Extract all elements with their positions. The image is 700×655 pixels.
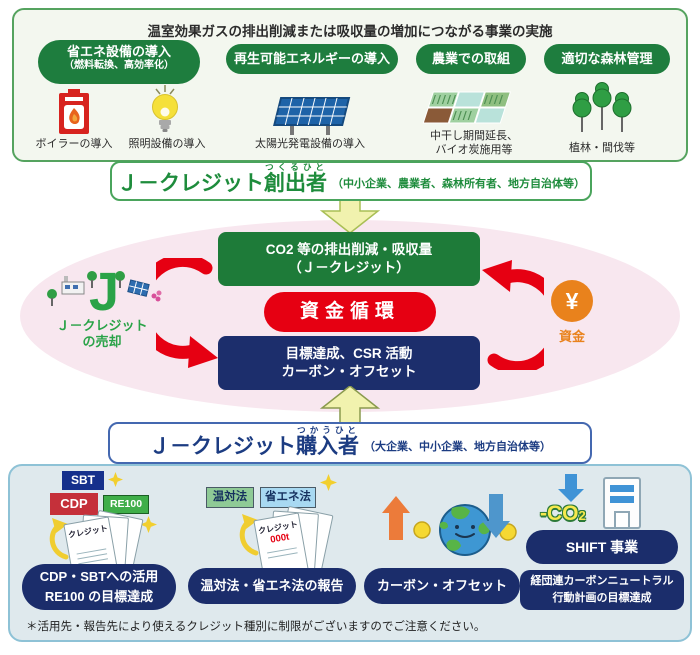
caption-solar: 太陽光発電設備の導入	[255, 138, 365, 150]
flow-down-arrow-icon	[318, 196, 382, 234]
building-icon	[602, 476, 642, 530]
usage-pill-offset: カーボン・オフセット	[364, 568, 520, 604]
projects-section: 温室効果ガスの排出削減または吸収量の増加につながる事業の実施 省エネ設備の導入 …	[12, 8, 688, 162]
usage-section: SBT CDP RE100 クレジット CDP・SBTへの活用 RE100 の目…	[8, 464, 692, 642]
purchaser-title-base: 購入者	[296, 435, 359, 458]
trees-icon	[566, 82, 638, 136]
category-sublabel: （燃料転換、高効率化）	[64, 60, 174, 72]
credit-volume-line2: （Ｊ－クレジット）	[288, 259, 410, 275]
keidanren-line2: 行動計画の目標達成	[552, 592, 652, 605]
sell-label: Ｊ－クレジット の売却	[40, 318, 164, 349]
keidanren-line1: 経団連カーボンニュートラル	[530, 575, 674, 587]
purchaser-furigana: つかうひと	[296, 425, 359, 435]
creator-band: Ｊ－クレジット創出者つくるひと （中小企業、農業者、森林所有者、地方自治体等）	[110, 161, 592, 201]
re100-badge: RE100	[103, 495, 149, 514]
j-mark: J	[89, 262, 119, 318]
sparkle-icon	[140, 516, 157, 533]
co2-down-arrow-icon	[558, 474, 584, 502]
usage-pill-line1: CDP・SBTへの活用	[39, 569, 159, 584]
sparkle-icon	[320, 474, 337, 491]
usage-pill-keidanren: 経団連カーボンニュートラル 行動計画の目標達成	[520, 570, 684, 610]
category-renewable: 再生可能エネルギーの導入	[226, 44, 398, 74]
projects-title: 温室効果ガスの排出削減または吸収量の増加につながる事業の実施	[147, 24, 553, 39]
minus-co2-main: -CO	[540, 502, 579, 525]
fund-label: 資金	[558, 329, 585, 344]
solar-panel-icon	[264, 94, 356, 138]
caption-agriculture-line2: バイオ炭施用等	[435, 143, 513, 156]
credit-report-documents-icon: クレジット 000t	[253, 505, 350, 578]
shoeneho-badge: 省エネ法	[260, 487, 316, 508]
caption-agriculture: 中干し期間延長、 バイオ炭施用等	[412, 130, 536, 158]
credit-volume-box: CO2 等の排出削減・吸収量 （Ｊ－クレジット）	[218, 232, 480, 286]
document-label: クレジット	[67, 523, 109, 540]
fund-cycle-pill: 資金循環	[264, 292, 436, 332]
category-agriculture: 農業での取組	[416, 44, 526, 74]
credit-volume-line1: CO2 等の排出削減・吸収量	[265, 242, 433, 257]
cycle-arrow-left-icon	[156, 258, 218, 370]
usage-pill-line2: RE100 の目標達成	[44, 588, 154, 604]
creator-members: （中小企業、農業者、森林所有者、地方自治体等）	[332, 178, 585, 190]
creator-title-prefix: Ｊ－クレジット	[117, 172, 264, 195]
curved-arrow-icon	[239, 514, 259, 556]
creator-title-base: 創出者	[264, 172, 327, 195]
minus-co2-sub: 2	[578, 508, 586, 523]
boiler-icon	[56, 88, 92, 136]
category-energy-saving: 省エネ設備の導入 （燃料転換、高効率化）	[38, 40, 200, 84]
lightbulb-icon	[148, 82, 182, 134]
purchaser-members: （大企業、中小企業、地方自治体等）	[364, 441, 551, 453]
down-arrow-icon	[482, 494, 510, 538]
usage-pill-shift: SHIFT 事業	[526, 530, 678, 564]
j-credit-logo: J Ｊ－クレジット の売却	[40, 260, 164, 349]
minus-co2-icon: -CO2	[540, 502, 586, 526]
cdp-badge: CDP	[50, 493, 98, 515]
goal-line1: 目標達成、CSR 活動	[285, 346, 413, 361]
creator-title: Ｊ－クレジット創出者つくるひと	[117, 162, 327, 194]
earth-icon	[408, 500, 522, 560]
paddy-field-icon	[420, 90, 516, 128]
sbt-badge: SBT	[62, 471, 104, 490]
purchaser-title-prefix: Ｊ－クレジット	[149, 435, 296, 458]
yen-icon: ¥	[551, 280, 593, 322]
caption-forest: 植林・間伐等	[569, 142, 635, 154]
curved-arrow-icon	[49, 518, 69, 560]
caption-agriculture-line1: 中干し期間延長、	[430, 130, 518, 142]
category-forest: 適切な森林管理	[544, 44, 670, 74]
usage-footnote: ＊活用先・報告先により使えるクレジット種別に制限がございますのでご注意ください。	[26, 621, 486, 633]
purchaser-title: Ｊ－クレジット購入者つかうひと	[149, 425, 359, 457]
sparkle-icon	[108, 472, 123, 487]
usage-pill-cdp-sbt: CDP・SBTへの活用 RE100 の目標達成	[22, 564, 176, 610]
cycle-arrow-right-icon	[482, 258, 544, 370]
j-logo-icon: J	[47, 262, 162, 318]
goal-line2: カーボン・オフセット	[281, 363, 417, 379]
caption-lighting: 照明設備の導入	[128, 138, 206, 150]
up-arrow-icon	[382, 496, 410, 540]
category-label: 省エネ設備の導入	[66, 44, 171, 59]
purchaser-band: Ｊ－クレジット購入者つかうひと （大企業、中小企業、地方自治体等）	[108, 422, 592, 464]
ontaiho-badge: 温対法	[206, 487, 254, 508]
flow-up-arrow-icon	[318, 386, 382, 424]
sell-label-line1: Ｊ－クレジット	[56, 318, 148, 333]
caption-boiler: ボイラーの導入	[35, 138, 113, 150]
goal-box: 目標達成、CSR 活動 カーボン・オフセット	[218, 336, 480, 390]
sell-label-line2: の売却	[82, 333, 122, 349]
creator-furigana: つくるひと	[264, 162, 327, 172]
usage-pill-laws: 温対法・省エネ法の報告	[188, 568, 356, 604]
